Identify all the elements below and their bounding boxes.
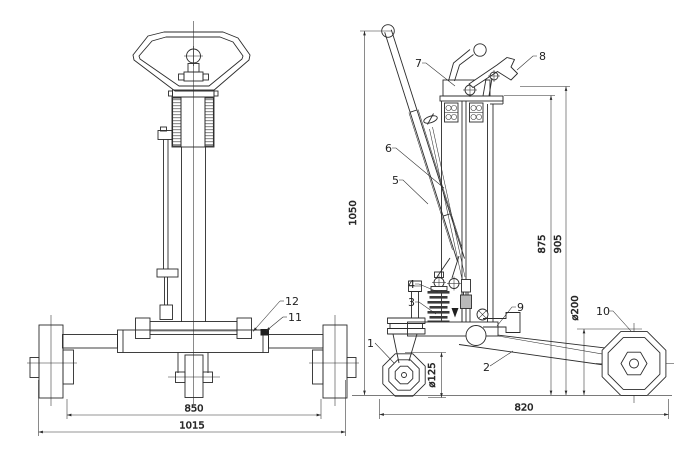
part-callout-11: 11 — [260, 311, 302, 336]
dim-1015-label: 1015 — [179, 421, 204, 432]
dim-125-label: ø125 — [427, 362, 438, 387]
dim-850-label: 850 — [184, 404, 203, 415]
part-label-11: 11 — [288, 311, 302, 324]
dimension-caster-dia: ø125 — [405, 352, 446, 398]
base-frame — [407, 308, 499, 346]
dim-1050-label: 1050 — [348, 200, 359, 225]
dim-905-label: 905 — [553, 234, 564, 253]
part-label-5: 5 — [392, 174, 399, 187]
steering-handle — [381, 24, 465, 279]
valve-knob — [178, 46, 209, 82]
rear-wheel — [596, 323, 674, 403]
dimension-overall-length: 820 — [379, 399, 669, 419]
part-callout-1: 1 — [367, 337, 395, 364]
pump-lever — [448, 43, 487, 82]
latch-lever — [468, 57, 518, 97]
right-wheel — [312, 315, 357, 406]
valve-pointer — [451, 308, 459, 318]
part-label-2: 2 — [483, 361, 490, 374]
part-callout-12: 12 — [252, 295, 299, 332]
pump-spring — [427, 286, 459, 324]
side-view: 1050 875 905 ø200 ø125 — [348, 24, 674, 419]
base-beam — [62, 317, 324, 353]
part-label-12: 12 — [285, 295, 299, 308]
front-view: 850 1015 12 11 — [27, 21, 359, 436]
release-rod — [423, 113, 466, 280]
dimension-875: 875 — [504, 95, 555, 395]
bearing-box-left — [444, 102, 459, 123]
part-label-10: 10 — [596, 305, 610, 318]
part-callout-10: 10 — [596, 305, 632, 332]
dimension-rear-wheel-dia: ø200 — [570, 295, 642, 395]
pump-rod — [156, 126, 179, 320]
dimension-overall-width: 1015 — [38, 380, 346, 436]
part-callout-6: 6 — [385, 142, 445, 189]
part-callout-5: 5 — [392, 174, 429, 205]
center-caster — [175, 352, 213, 398]
part-callout-7: 7 — [415, 57, 456, 87]
dimension-905: 905 — [520, 86, 570, 395]
front-centerlines — [27, 21, 359, 404]
dimension-wheel-track: 850 — [66, 399, 322, 419]
part-label-3: 3 — [408, 296, 415, 309]
swivel-caster — [382, 280, 426, 397]
dim-875-label: 875 — [537, 234, 548, 253]
part-callout-2: 2 — [483, 350, 514, 374]
part-callout-3: 3 — [408, 296, 437, 315]
part-callout-8: 8 — [516, 50, 546, 71]
side-part-callouts: 1 2 3 4 5 6 7 — [367, 50, 632, 374]
part-label-9: 9 — [517, 301, 524, 314]
part-label-4: 4 — [408, 278, 415, 291]
part-label-8: 8 — [539, 50, 546, 63]
left-wheel — [29, 315, 74, 406]
part-label-6: 6 — [385, 142, 392, 155]
spring-housing — [171, 96, 215, 148]
dim-200-label: ø200 — [570, 295, 581, 320]
handle-loop — [132, 31, 251, 92]
bearing-box-right — [469, 102, 484, 123]
part-callout-9: 9 — [496, 301, 524, 327]
part-label-1: 1 — [367, 337, 374, 350]
dimension-overall-height: 1050 — [348, 30, 392, 395]
part-label-7: 7 — [415, 57, 422, 70]
hydraulic-pump — [460, 279, 472, 322]
dim-820-label: 820 — [514, 403, 533, 414]
rim-hook-bracket — [483, 312, 521, 333]
lift-column — [181, 147, 206, 322]
part-callout-4: 4 — [408, 278, 439, 293]
